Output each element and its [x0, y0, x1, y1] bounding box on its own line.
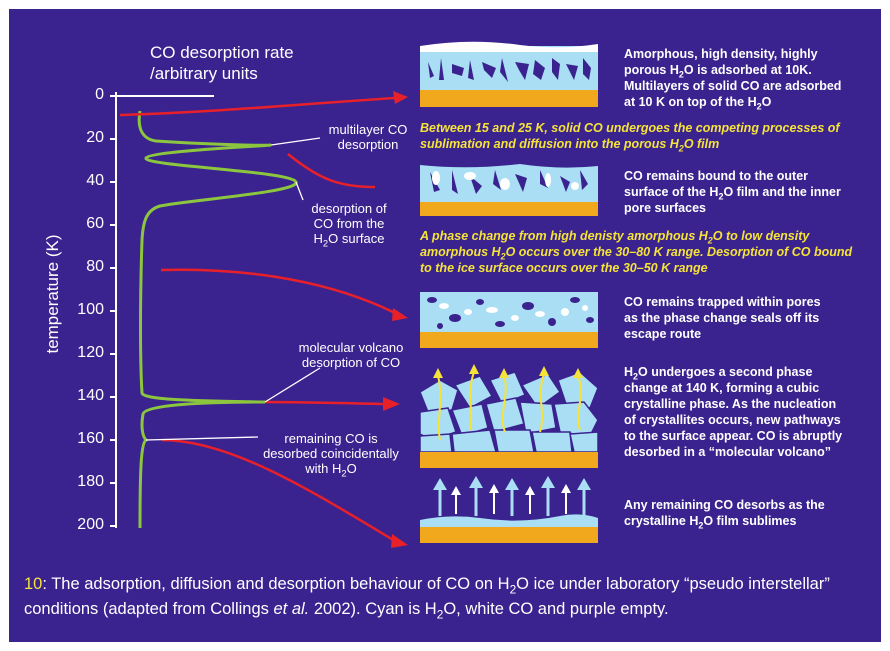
- stage-2-illustration: [420, 162, 598, 216]
- surface-desorption-label: desorption of CO from the H2O surface: [290, 201, 408, 249]
- multilayer-desorption-label: multilayer CO desorption: [318, 122, 418, 152]
- volcano-desorption-label: molecular volcano desorption of CO: [285, 340, 417, 370]
- figure-number: 10: [24, 575, 43, 593]
- multilayer-label-line: desorption: [337, 137, 399, 152]
- stage-3-description: CO remains trapped within pores as the p…: [624, 295, 821, 341]
- note-15-25K: Between 15 and 25 K, solid CO undergoes …: [420, 121, 840, 154]
- stage-3-illustration: [420, 292, 598, 348]
- remaining-label-line: with H2O: [305, 461, 357, 479]
- volcano-label-line: molecular volcano: [298, 340, 404, 355]
- y-tick-label: 60: [86, 215, 104, 232]
- plot-title-line-1: CO desorption rate: [150, 43, 294, 62]
- y-axis-ticks: [110, 95, 116, 527]
- multilayer-label-line: multilayer CO: [328, 122, 408, 137]
- stage-2-description: CO remains bound to the outer surface of…: [624, 169, 841, 215]
- y-tick-label: 0: [95, 86, 104, 103]
- y-tick-label: 180: [77, 473, 104, 490]
- figure-caption: 10: The adsorption, diffusion and desorp…: [24, 575, 830, 622]
- volcano-label-line: desorption of CO: [301, 355, 401, 370]
- y-tick-label: 120: [77, 344, 104, 361]
- desorption-curve: [137, 110, 298, 529]
- plot-title: CO desorption rate /arbitrary units: [150, 42, 294, 84]
- label-connectors: [145, 137, 321, 441]
- remaining-label-line: desorbed coincidentally: [263, 446, 399, 461]
- y-tick-label: 160: [77, 430, 104, 447]
- surface-label-line: desorption of: [311, 201, 387, 216]
- y-tick-label: 140: [77, 387, 104, 404]
- stage-1-description: Amorphous, high density, highly porous H…: [624, 47, 842, 112]
- surface-label-line: H2O surface: [313, 231, 385, 249]
- y-tick-label: 100: [77, 301, 104, 318]
- y-tick-label: 80: [86, 258, 104, 275]
- red-arrows: [119, 96, 396, 543]
- red-arrowheads: [383, 91, 408, 548]
- stage-5-illustration: [420, 476, 598, 543]
- remaining-label-line: remaining CO is: [284, 431, 378, 446]
- note-phase-change: A phase change from high denisty amorpho…: [420, 229, 853, 275]
- stage-4-description: H2O undergoes a second phase change at 1…: [624, 365, 843, 459]
- remaining-desorption-label: remaining CO is desorbed coincidentally …: [256, 431, 406, 479]
- stage-1-illustration: [420, 41, 598, 107]
- surface-label-line: CO from the: [313, 216, 385, 231]
- y-tick-label: 200: [77, 516, 104, 533]
- stage-5-description: Any remaining CO desorbs as the crystall…: [624, 498, 825, 531]
- plot-title-line-2: /arbitrary units: [150, 64, 258, 83]
- y-tick-label: 40: [86, 172, 104, 189]
- y-tick-label: 20: [86, 129, 104, 146]
- stage-4-illustration: [419, 364, 599, 468]
